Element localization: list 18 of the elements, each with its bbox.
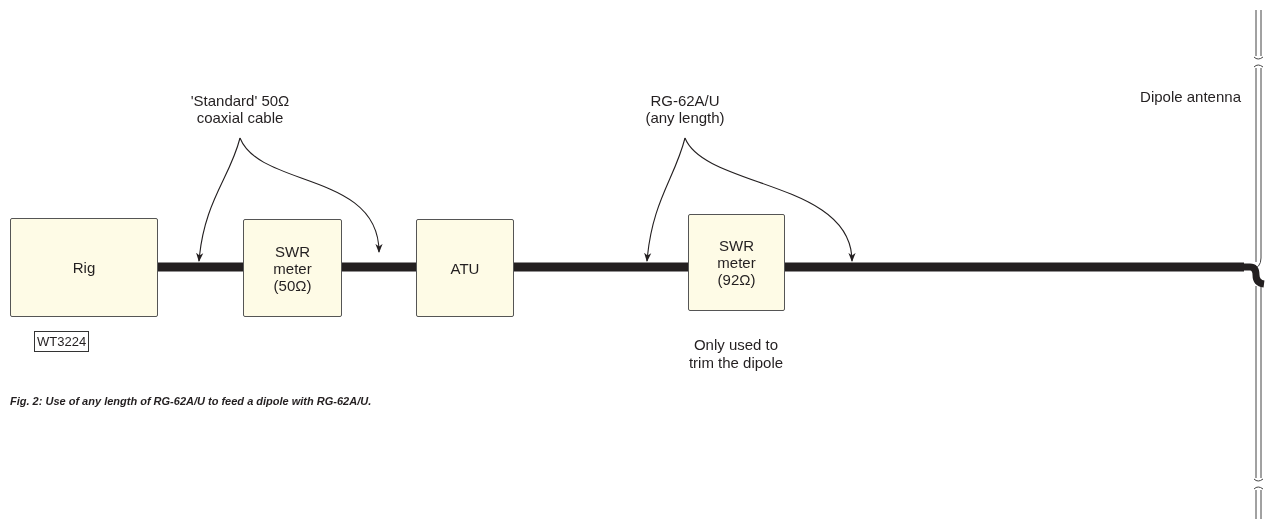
leader-line — [196, 137, 241, 262]
equipment-box: SWR meter (50Ω) — [243, 219, 342, 317]
equipment-box: Rig — [10, 218, 158, 317]
coaxial-cable — [514, 262, 688, 272]
antenna-label: Dipole antenna — [1139, 88, 1241, 106]
leader-line — [239, 137, 382, 253]
figure-caption: Fig. 2: Use of any length of RG-62A/U to feed a dipole with RG-62A/U. — [10, 394, 372, 409]
equipment-box: SWR meter (92Ω) — [688, 214, 785, 311]
coaxial-cable — [785, 262, 1244, 272]
coaxial-cable — [342, 262, 416, 272]
note-text: Only used to trim the dipole — [687, 336, 785, 372]
callout-text: 'Standard' 50Ω coaxial cable — [180, 88, 300, 130]
equipment-box: ATU — [416, 219, 514, 317]
figure-code: WT3224 — [34, 331, 90, 352]
callout-text: RG-62A/U (any length) — [635, 88, 735, 130]
leader-line — [684, 137, 855, 262]
coaxial-cable — [158, 262, 243, 272]
leader-line — [644, 137, 686, 262]
